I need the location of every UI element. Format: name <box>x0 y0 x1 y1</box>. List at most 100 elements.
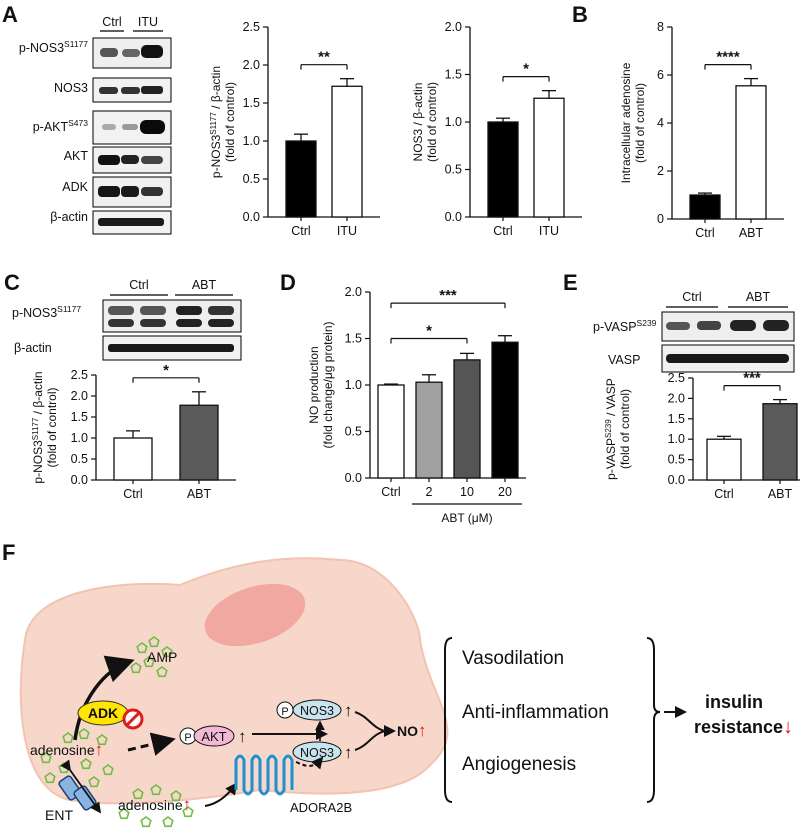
effect-anti-inflammation: Anti-inflammation <box>462 702 609 723</box>
bar <box>533 97 565 218</box>
y-tick-label: 2.5 <box>668 371 685 385</box>
x-tick-label: ABT <box>768 487 793 501</box>
effect-angiogenesis: Angiogenesis <box>462 754 576 775</box>
x-tick-label: 10 <box>460 485 474 499</box>
x-tick-label: Ctrl <box>381 485 400 499</box>
significance-label: ** <box>318 49 330 66</box>
amp-label: AMP <box>147 649 177 665</box>
bar <box>762 403 798 481</box>
y-tick-label: 4 <box>657 116 664 130</box>
y-axis-label: p-NOS3S1177 / β-actin <box>209 66 223 178</box>
significance-label: *** <box>439 287 457 304</box>
y-axis-label-line2: (fold of control) <box>618 389 632 469</box>
y-tick-label: 2.0 <box>243 58 260 72</box>
y-tick-label: 1.5 <box>345 332 362 346</box>
y-tick-label: 0.5 <box>71 452 88 466</box>
x-tick-label: Ctrl <box>714 487 733 501</box>
significance-label: * <box>523 61 529 78</box>
y-tick-label: 1.0 <box>668 432 685 446</box>
y-tick-label: 1.5 <box>243 96 260 110</box>
y-tick-label: 0.5 <box>445 163 462 177</box>
x-tick-label: ABT <box>187 487 212 501</box>
y-tick-label: 1.0 <box>71 431 88 445</box>
bar <box>689 194 721 220</box>
bar <box>331 85 363 218</box>
x-tick-label: ITU <box>539 224 559 238</box>
x-axis-label: ABT (μM) <box>441 511 492 525</box>
y-tick-label: 0.0 <box>71 473 88 487</box>
bar <box>706 438 742 481</box>
y-tick-label: 6 <box>657 68 664 82</box>
akt-up-arrow: ↑ <box>238 727 247 746</box>
y-tick-label: 1.5 <box>445 68 462 82</box>
nos3-protein-top <box>292 699 342 721</box>
blot-c-row-label: p-NOS3S1177 <box>12 304 81 320</box>
adora2b-label: ADORA2B <box>290 800 352 815</box>
ent-label: ENT <box>45 807 73 823</box>
y-tick-label: 2.5 <box>243 20 260 34</box>
y-tick-label: 1.0 <box>243 134 260 148</box>
x-tick-label: Ctrl <box>123 487 142 501</box>
adora2b-receptor <box>234 754 294 796</box>
effect-vasodilation: Vasodilation <box>462 648 564 669</box>
nos3-phospho-label: P <box>281 706 288 718</box>
nos3-label-top: NOS3 <box>300 704 334 718</box>
outcome-resistance: resistance↓ <box>694 716 793 738</box>
panel-label-a: A <box>2 2 18 27</box>
inhibit-icon <box>122 708 144 730</box>
blot-c-group-abt: ABT <box>192 278 217 292</box>
panel-label-d: D <box>280 270 296 295</box>
y-tick-label: 0.0 <box>668 473 685 487</box>
nos3-label-bottom: NOS3 <box>300 746 334 760</box>
x-tick-label: 2 <box>426 485 433 499</box>
blot-e-row-label: p-VASPS239 <box>593 318 657 334</box>
x-tick-label: 20 <box>498 485 512 499</box>
blot-a-row-label: p-AKTS473 <box>33 118 89 134</box>
panel-label-c: C <box>4 270 20 295</box>
y-tick-label: 2.5 <box>71 368 88 382</box>
y-tick-label: 1.0 <box>345 378 362 392</box>
blot-a: Ctrl ITU p-NOS3S1177 NOS3 p-AKTS473 AKT … <box>19 15 172 235</box>
blot-e-group-abt: ABT <box>746 290 771 304</box>
y-tick-label: 1.5 <box>71 410 88 424</box>
panel-label-e: E <box>563 270 578 295</box>
blot-c-group-ctrl: Ctrl <box>129 278 148 292</box>
blot-c-row-label: β-actin <box>14 341 52 355</box>
y-axis-label-line2: (fold of control) <box>633 83 647 163</box>
no-label: NO↑ <box>397 721 427 740</box>
y-axis-label-line2: (fold of control) <box>45 387 59 467</box>
nos3-up-arrow-top: ↑ <box>344 701 353 720</box>
blot-a-row-label: AKT <box>64 149 89 163</box>
blot-a-row-label: p-NOS3S1177 <box>19 39 88 55</box>
adenosine-extracellular-label: adenosine↑ <box>118 795 191 814</box>
bar <box>179 404 219 481</box>
blot-a-row-label: ADK <box>62 180 88 194</box>
nucleus <box>204 583 306 647</box>
y-axis-label: NO production <box>307 346 321 423</box>
blot-e-row-label: VASP <box>608 353 640 367</box>
y-axis-label: Intracellular adenosine <box>619 62 633 183</box>
y-tick-label: 1.0 <box>445 115 462 129</box>
y-tick-label: 2.0 <box>71 389 88 403</box>
significance-label: * <box>163 362 169 379</box>
significance-label: * <box>426 323 432 340</box>
y-axis-label: p-VASPS239 / VASP <box>604 378 618 480</box>
bar <box>735 85 767 220</box>
y-tick-label: 0.5 <box>243 172 260 186</box>
y-tick-label: 2.0 <box>668 391 685 405</box>
blot-a-group-itu: ITU <box>138 15 158 29</box>
adk-label: ADK <box>88 705 118 721</box>
x-tick-label: Ctrl <box>291 224 310 238</box>
bar <box>453 359 481 479</box>
akt-protein <box>193 725 235 747</box>
x-tick-label: ITU <box>337 224 357 238</box>
nos3-up-arrow-bottom: ↑ <box>344 743 353 762</box>
bar <box>113 437 153 481</box>
significance-label: **** <box>716 49 740 66</box>
blot-a-row-label: NOS3 <box>54 81 88 95</box>
